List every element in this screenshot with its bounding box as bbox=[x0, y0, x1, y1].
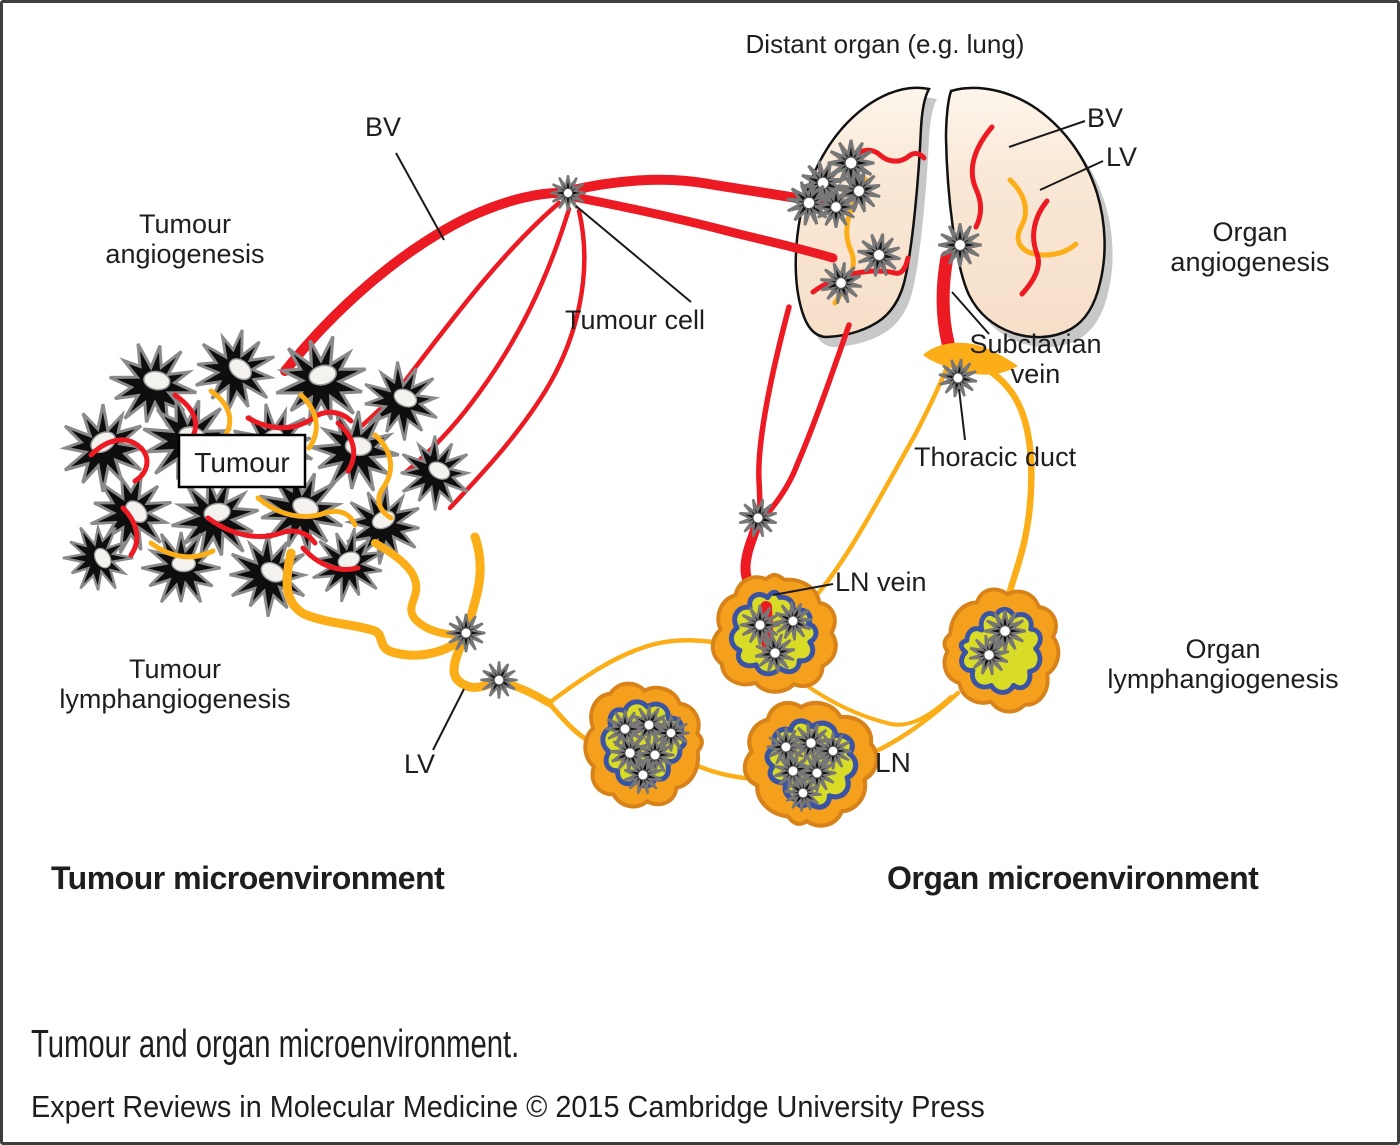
tumour-label-box bbox=[177, 433, 307, 489]
blood-vessels bbox=[280, 174, 955, 611]
distant-organ-label: Distant organ (e.g. lung) bbox=[745, 29, 1025, 59]
tumour-lymphangiogenesis-label: Tumour lymphangiogenesis bbox=[59, 654, 291, 715]
thoracic-duct-label: Thoracic duct bbox=[914, 442, 1077, 472]
subclavian-vein-label: Subclavian vein bbox=[969, 329, 1102, 390]
ln-label: LN bbox=[875, 747, 911, 778]
organ-microenvironment-label: Organ microenvironment bbox=[887, 860, 1259, 896]
lv-lung-label: LV bbox=[1106, 142, 1138, 172]
ln-vein-label: LN vein bbox=[835, 567, 927, 597]
organ-angiogenesis-label: Organ angiogenesis bbox=[1170, 217, 1330, 278]
tumour-box-label: Tumour bbox=[194, 447, 290, 478]
organ-lymphangiogenesis-label: Organ lymphangiogenesis bbox=[1107, 634, 1339, 695]
lymph-nodes bbox=[580, 568, 1072, 842]
bv-top-label: BV bbox=[365, 112, 402, 142]
lv-bottom-label: LV bbox=[404, 749, 436, 779]
figure-caption: Tumour and organ microenvironment. bbox=[31, 1023, 520, 1066]
tumour-microenvironment-label: Tumour microenvironment bbox=[51, 860, 445, 896]
lymph-node bbox=[727, 684, 889, 842]
leader-lines bbox=[395, 120, 1104, 751]
disseminating-tumour-cells bbox=[445, 138, 1028, 820]
figure-artwork bbox=[43, 86, 1113, 1145]
bv-lung-label: BV bbox=[1087, 103, 1124, 133]
tumour-angiogenesis-label: Tumour angiogenesis bbox=[105, 209, 265, 270]
tumour-cell-label: Tumour cell bbox=[565, 305, 706, 335]
figure-credit: Expert Reviews in Molecular Medicine © 2… bbox=[31, 1089, 985, 1124]
tumour-cell-icon bbox=[472, 653, 526, 707]
